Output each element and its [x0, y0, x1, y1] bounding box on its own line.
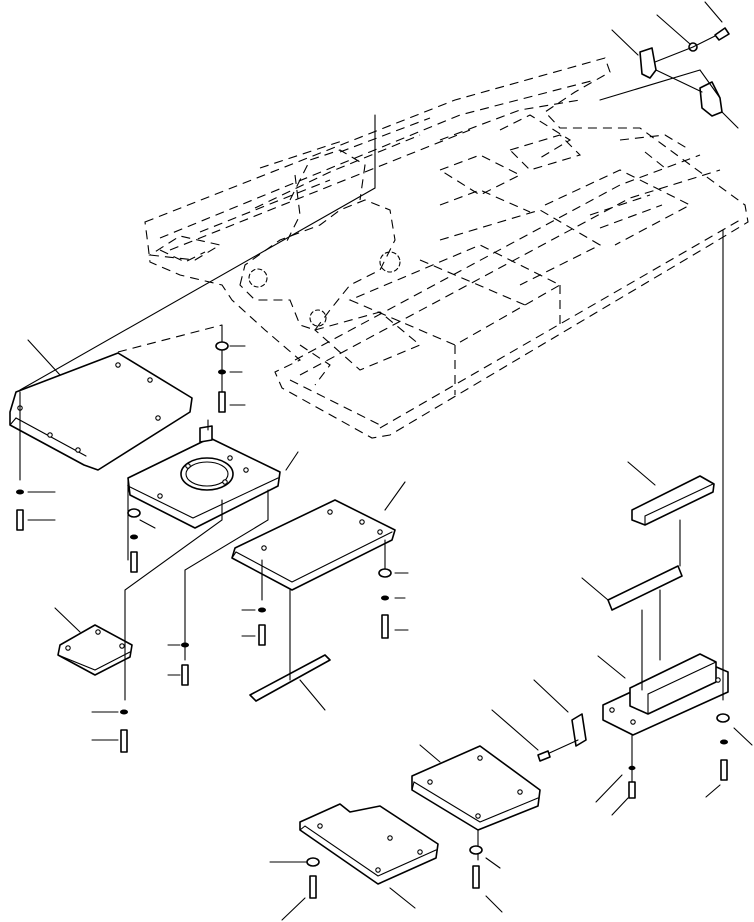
center-mounting-plate — [127, 425, 281, 529]
pad-top-right — [631, 475, 715, 526]
box-assembly — [571, 653, 729, 747]
upper-frame-assembly — [144, 57, 749, 439]
bracket-right — [699, 81, 723, 117]
bottom-plates — [299, 745, 541, 885]
middle-cover-plate — [231, 499, 396, 591]
seal-strips — [249, 475, 715, 702]
small-square-plate — [57, 624, 133, 676]
bracket-left — [639, 47, 657, 79]
pin — [199, 425, 213, 443]
bottom-plate-left — [299, 803, 439, 885]
fasteners — [16, 341, 730, 899]
seal-strip-right — [607, 565, 683, 611]
leader-lines — [19, 114, 724, 861]
callout-lines — [27, 1, 753, 921]
left-cover-plate — [9, 352, 193, 471]
clamp-bracket — [571, 713, 587, 747]
bolt — [714, 27, 730, 41]
top-right-brackets — [599, 27, 730, 117]
